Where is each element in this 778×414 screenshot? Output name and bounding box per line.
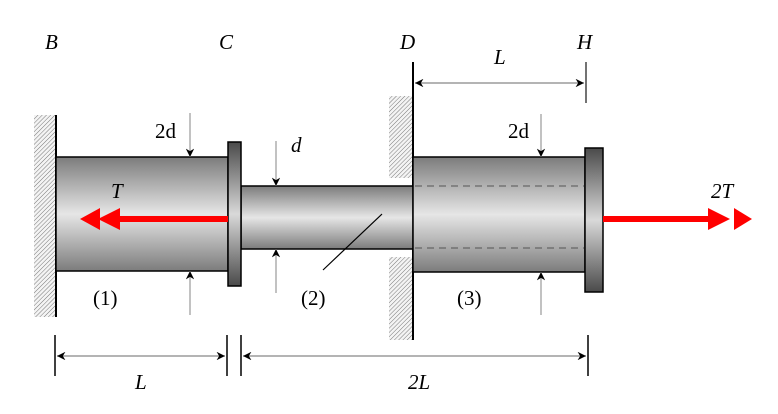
- shaft-segment-3: [412, 156, 586, 273]
- dimension-label-dh: L: [493, 45, 506, 69]
- shaft-segment-1: [55, 156, 229, 272]
- leader-line-segment-2: [322, 213, 383, 271]
- arrowhead-left-icon: [98, 208, 120, 230]
- dimension-top-dh: [415, 62, 587, 103]
- flange-h: [584, 147, 604, 293]
- segment-label-1: (1): [93, 286, 118, 310]
- diameter-label-1: 2d: [155, 119, 177, 143]
- segment-label-3: (3): [457, 286, 482, 310]
- fixed-wall-b: [34, 115, 57, 317]
- point-label-c: C: [219, 30, 234, 54]
- wall-hatch-lower: [389, 257, 413, 340]
- diameter-indicators: [185, 113, 546, 315]
- arrowhead-left-icon: [80, 208, 100, 230]
- wall-hatch: [34, 115, 56, 317]
- diameter-label-3: 2d: [508, 119, 530, 143]
- dimension-bottom: [54, 335, 589, 376]
- fixed-wall-d: [389, 62, 414, 340]
- dimension-label-ch: 2L: [408, 370, 430, 394]
- shaft-segment-2: [240, 185, 414, 250]
- diameter-label-2: d: [291, 133, 302, 157]
- arrowhead-right-icon: [734, 208, 752, 230]
- torque-label-2t: 2T: [711, 179, 735, 203]
- point-label-h: H: [576, 30, 594, 54]
- torque-arrow-2t: [603, 208, 752, 230]
- torque-label-t: T: [111, 179, 124, 203]
- dimension-label-bc: L: [134, 370, 147, 394]
- torque-arrow-t: [80, 208, 228, 230]
- point-label-d: D: [399, 30, 415, 54]
- wall-hatch-upper: [389, 96, 413, 178]
- point-label-b: B: [45, 30, 58, 54]
- flange-c: [227, 141, 242, 287]
- segment-label-2: (2): [301, 286, 326, 310]
- arrowhead-right-icon: [708, 208, 730, 230]
